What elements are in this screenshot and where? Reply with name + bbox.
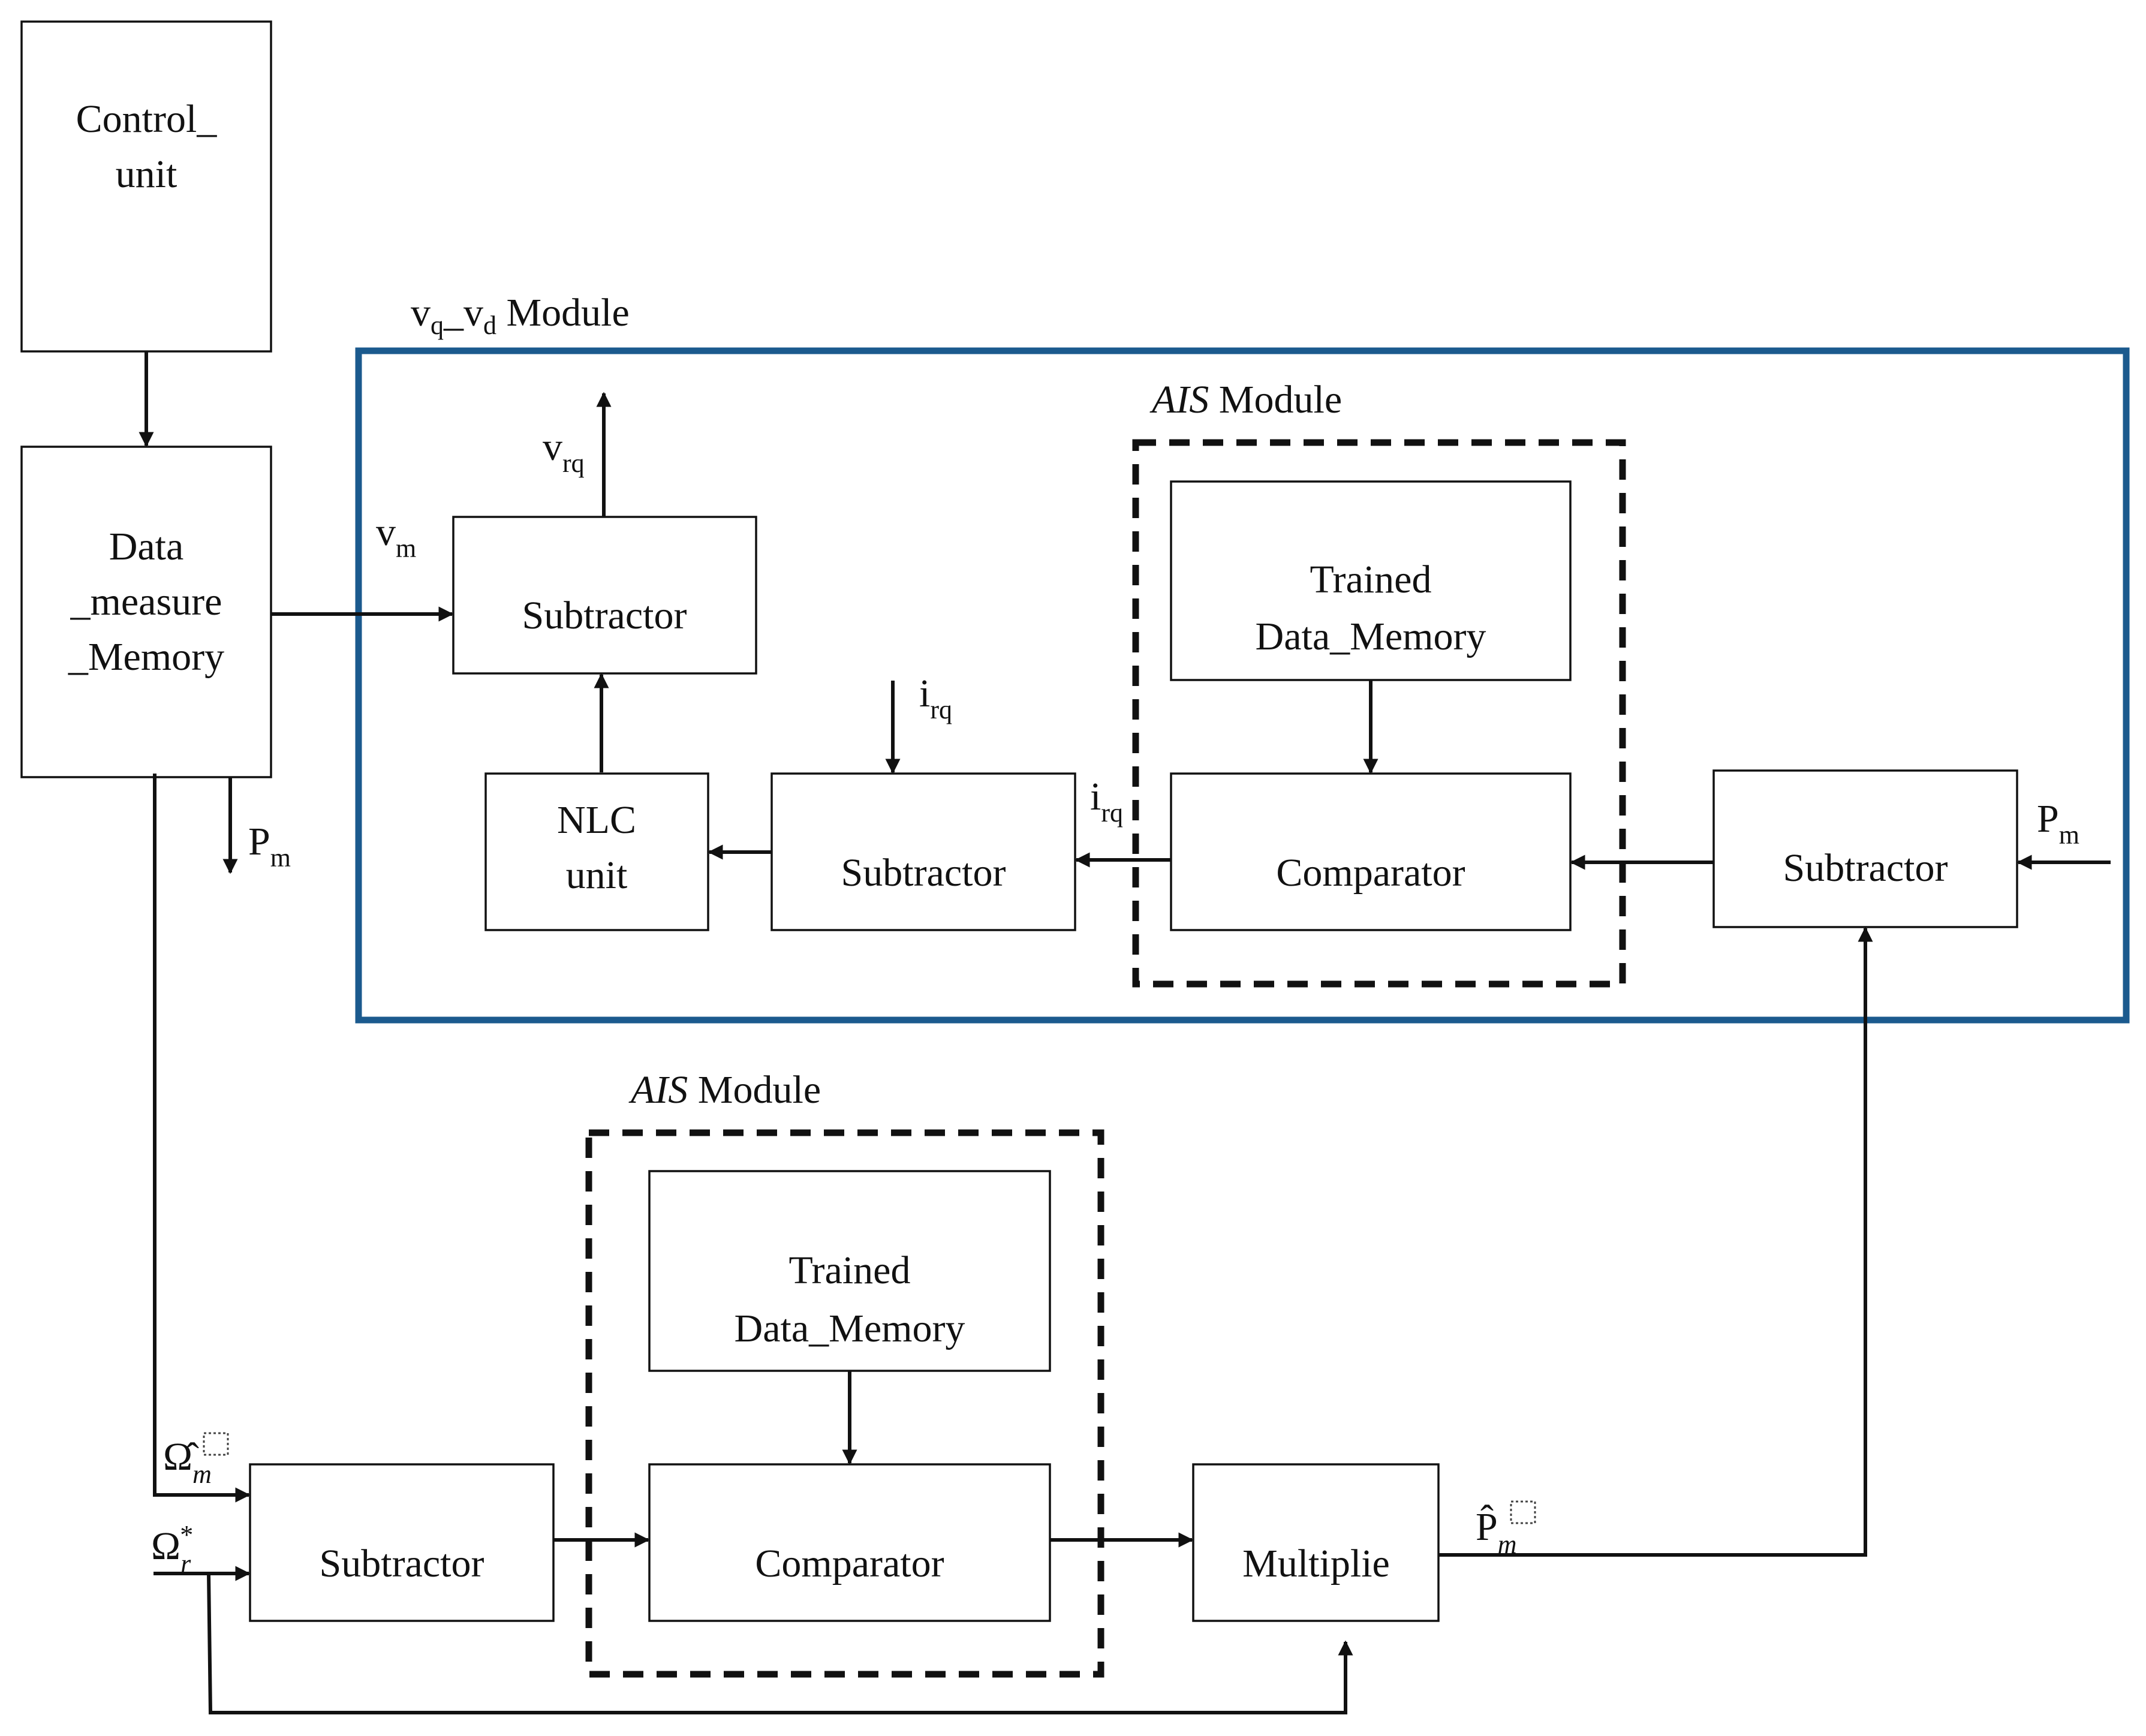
omega-m-feedback-arrow [153,774,251,1503]
control-unit-block [20,20,272,353]
irq-input-label: irq [919,672,952,724]
subtractor-mid-label: Subtractor [841,851,1006,895]
trained-top-label-2: Data_Memory [1256,615,1486,658]
data-memory-label-2: _measure [70,580,222,624]
nlc-label-1: NLC [557,798,636,842]
ais-module-top-title: AIS Module [1149,378,1342,422]
ais-module-bottom-border [585,1129,1104,1678]
trained-bottom-label-2: Data_Memory [735,1307,965,1350]
vrq-label: vrq [543,425,585,478]
trained-data-memory-bottom-block [648,1170,1051,1372]
comparator-bottom-label: Comparator [755,1542,944,1585]
subtractor-top-block [452,516,757,675]
data-memory-label-3: _Memory [68,635,224,679]
pm-hat-label: P̂m [1476,1505,1517,1559]
control-unit-label-2: unit [116,152,177,196]
vq-vd-module-border [355,347,2130,1024]
pm-input-label: Pm [2037,797,2079,850]
pm-hat-feedback-arrow [1438,926,1873,1557]
trained-bottom-label-1: Trained [789,1248,911,1292]
omega-m-hat-label: Ω̂m [163,1435,212,1489]
ais-module-top-border [1132,439,1626,988]
pm-output-label: Pm [248,820,291,872]
subtractor-bottom-label: Subtractor [320,1542,484,1585]
irq-output-label: irq [1090,775,1123,828]
trained-top-label-1: Trained [1310,558,1432,601]
subtractor-mid-block [770,772,1076,931]
subtractor-bottom-block [249,1463,555,1622]
nlc-label-2: unit [566,853,628,897]
multiplier-label: Multiplie [1242,1542,1390,1585]
vm-label: vm [376,510,416,563]
multiplier-block [1192,1463,1440,1622]
subtractor-right-block [1712,769,2018,928]
subtractor-right-label: Subtractor [1783,846,1948,890]
vq-vd-module-title: vq_vd Module [411,291,630,340]
comparator-top-block [1170,772,1572,931]
omega-r-to-multiplier-arrow [207,1573,1353,1714]
omega-r-star-label: Ωr* [151,1520,193,1578]
data-memory-label-1: Data [109,525,184,568]
placeholder-box-icon [1510,1500,1536,1524]
nlc-unit-block [484,772,709,931]
control-unit-label-1: Control_ [76,97,218,141]
ais-module-bottom-title: AIS Module [628,1068,821,1112]
subtractor-top-label: Subtractor [522,594,687,637]
comparator-top-label: Comparator [1276,851,1465,895]
placeholder-box-icon [203,1432,229,1456]
